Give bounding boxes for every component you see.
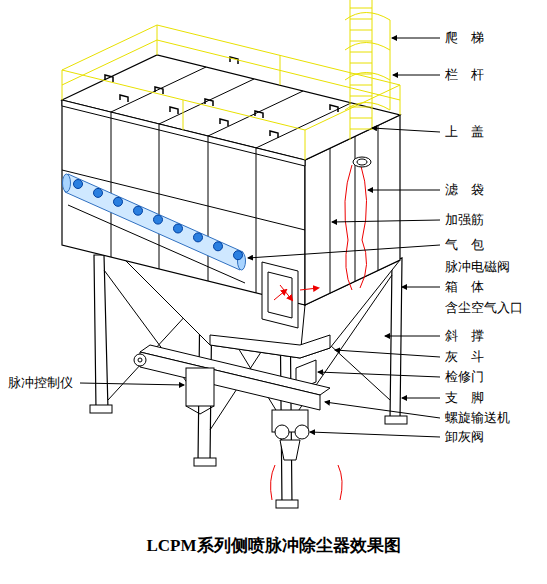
part-label: 滤袋 — [445, 182, 497, 198]
ladder-rung — [350, 96, 372, 97]
ladder-rung — [350, 129, 372, 130]
part-label: 卸灰阀 — [445, 429, 484, 445]
ladder-rung — [350, 41, 372, 42]
pulse-valve — [214, 242, 223, 251]
pulse-valve — [74, 180, 83, 189]
part-label: 灰斗 — [445, 349, 497, 365]
part-label: 检修门 — [445, 369, 484, 385]
figure-caption: LCPM系列侧喷脉冲除尘器效果图 — [0, 534, 547, 557]
pulse-valve — [114, 197, 123, 206]
part-label: 螺旋输送机 — [445, 410, 510, 426]
pulse-valve — [234, 251, 243, 260]
part-label: 斜撑 — [445, 328, 497, 344]
ladder-rung — [350, 30, 372, 31]
ladder-rung — [350, 19, 372, 20]
pulse-valve — [174, 224, 183, 233]
part-label: 栏杆 — [445, 67, 497, 83]
part-label: 脉冲控制仪 — [8, 375, 73, 391]
part-label: 爬梯 — [445, 30, 497, 46]
ladder-rung — [350, 8, 372, 9]
pulse-valve — [134, 206, 143, 215]
pulse-valve — [154, 215, 163, 224]
part-label: 箱体 — [445, 279, 497, 295]
ladder-rung — [350, 118, 372, 119]
pulse-valve — [194, 233, 203, 242]
pulse-valve — [94, 188, 103, 197]
ladder-rung — [350, 74, 372, 75]
ladder-rung — [350, 63, 372, 64]
ladder-rung — [350, 85, 372, 86]
ladder-rung — [350, 52, 372, 53]
part-label: 气包 — [445, 237, 497, 253]
part-label: 含尘空气入口 — [445, 300, 523, 316]
part-label: 脉冲电磁阀 — [445, 259, 510, 275]
part-label: 上盖 — [445, 124, 497, 140]
part-label: 加强筋 — [445, 212, 484, 228]
ladder-rung — [350, 107, 372, 108]
part-label: 支脚 — [445, 390, 497, 406]
